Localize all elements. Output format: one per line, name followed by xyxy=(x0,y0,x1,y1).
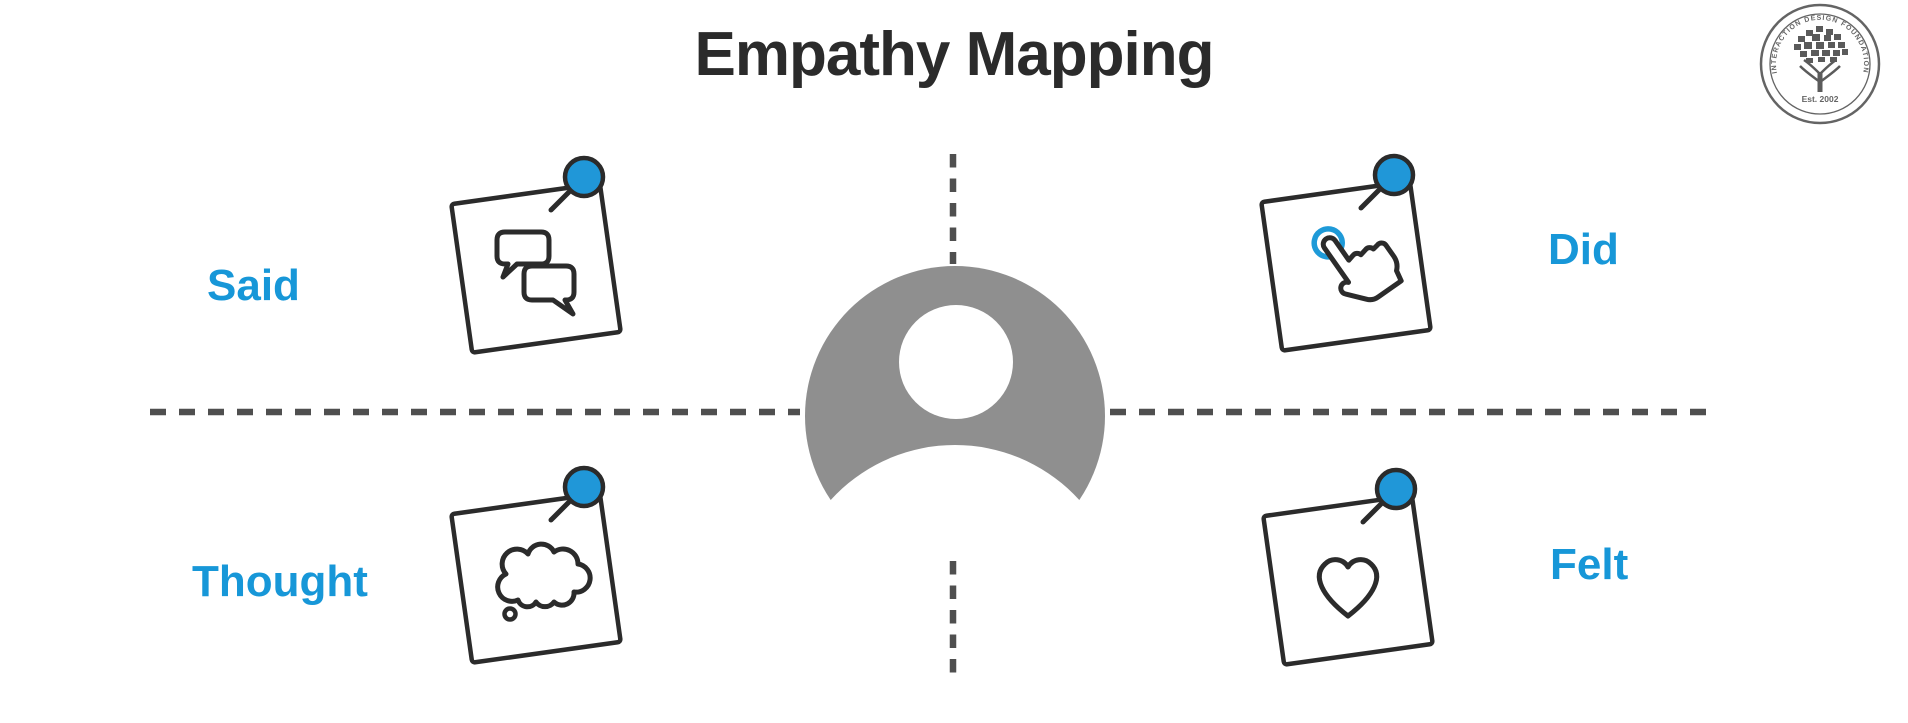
quadrant-label-thought: Thought xyxy=(192,557,368,606)
said-note xyxy=(449,155,623,355)
speech-bubbles-icon xyxy=(494,229,577,317)
seal-established-text: Est. 2002 xyxy=(1802,94,1839,104)
pin-icon xyxy=(1372,153,1416,197)
pin-icon xyxy=(562,465,606,509)
did-note xyxy=(1259,153,1433,353)
idf-logo-seal: INTERACTION DESIGN FOUNDATION Est. 2002 xyxy=(1759,3,1881,125)
seal-outer-ring xyxy=(1759,3,1881,125)
quadrant-label-did: Did xyxy=(1548,225,1619,274)
heart-icon xyxy=(1316,557,1380,619)
person-icon xyxy=(805,266,1105,566)
quadrant-label-said: Said xyxy=(207,261,300,310)
seal-inner-ring xyxy=(1769,13,1871,115)
pin-icon xyxy=(562,155,606,199)
pin-needle xyxy=(548,187,574,213)
page-title: Empathy Mapping xyxy=(694,20,1215,89)
pin-needle xyxy=(1358,185,1384,211)
thought-note xyxy=(449,465,623,665)
quadrant-label-felt: Felt xyxy=(1550,540,1629,589)
thought-cloud-icon xyxy=(495,541,593,622)
tap-hand-icon xyxy=(1311,226,1404,303)
pin-needle xyxy=(548,497,574,523)
pin-icon xyxy=(1374,467,1418,511)
felt-note xyxy=(1261,467,1435,667)
pin-needle xyxy=(1360,499,1386,525)
tree-foliage xyxy=(1794,26,1848,63)
